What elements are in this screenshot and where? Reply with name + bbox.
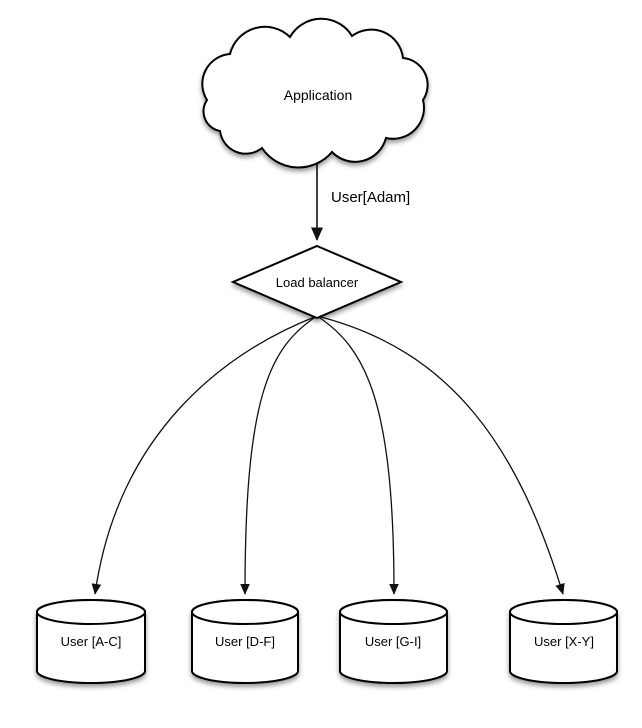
shard-label-4: User [X-Y] [534, 634, 594, 649]
nodes [36, 17, 618, 684]
cylinder-top [509, 599, 618, 625]
shard-cylinder-4 [509, 599, 618, 684]
request-edge-label: User[Adam] [331, 189, 410, 206]
shard-cylinder-2 [191, 599, 299, 684]
shard-cylinder-1 [36, 599, 146, 684]
edges [91, 150, 565, 595]
load-balancer-diamond-shape [230, 244, 404, 320]
application-label: Application [284, 87, 353, 103]
loadbalancer-to-shard3-arrow [316, 315, 399, 595]
loadbalancer-to-shard2-arrow [240, 315, 318, 595]
loadbalancer-to-shard1-arrow [91, 315, 318, 595]
application-cloud-shape [201, 17, 429, 169]
cylinder-top [191, 599, 299, 625]
labels: Application User[Adam] Load balancer Use… [61, 87, 594, 649]
shard-label-3: User [G-I] [365, 634, 421, 649]
cylinder-top [339, 599, 448, 625]
cylinder-top [36, 599, 146, 625]
shard-label-2: User [D-F] [215, 634, 275, 649]
shard-label-1: User [A-C] [61, 634, 122, 649]
loadbalancer-to-shard4-arrow [316, 315, 565, 595]
load-balancer-label: Load balancer [276, 275, 359, 290]
shard-cylinder-3 [339, 599, 448, 684]
